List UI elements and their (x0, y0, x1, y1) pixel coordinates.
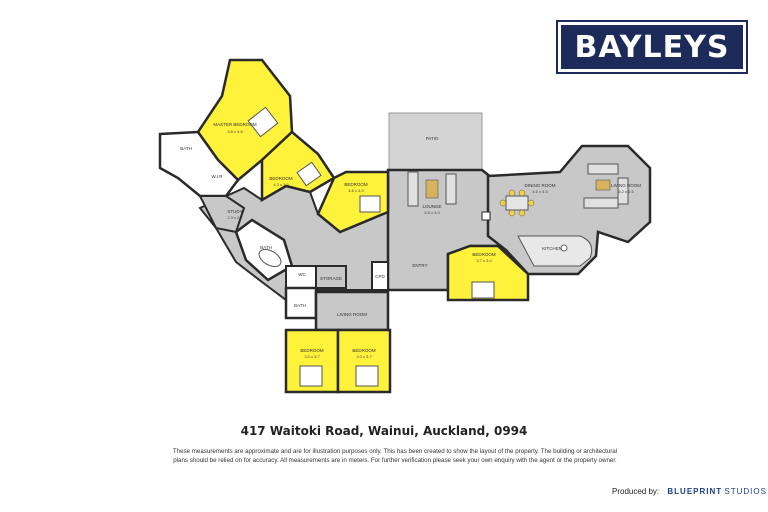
disclaimer-line-1: These measurements are approximate and a… (172, 448, 618, 455)
living-room-2-size: 5.2 x 5.5 (618, 189, 634, 194)
living-room-1-name: LIVING ROOM (337, 312, 367, 317)
bed-icon (471, 281, 495, 299)
bedroom-4-size: 3.0 x 3.7 (304, 354, 320, 359)
kitchen-name: KITCHEN (542, 246, 562, 251)
lounge-size: 5.5 x 4.0 (424, 210, 440, 215)
kitchen-sink (560, 244, 568, 252)
lounge-name: LOUNGE (422, 204, 441, 209)
bed-icon (247, 106, 279, 138)
credit-prefix: Produced by: (612, 487, 660, 496)
living-room-1 (314, 290, 390, 332)
dining-chair (508, 189, 516, 197)
bed-icon (296, 161, 322, 187)
wc-name: WC (298, 272, 306, 277)
patio (388, 112, 483, 174)
logo-text: BAYLEYS (574, 29, 730, 65)
study-size: 2.3 x 2.7 (227, 215, 243, 220)
bedroom-3-name: BEDROOM (344, 182, 368, 187)
disclaimer: These measurements are approximate and a… (130, 447, 660, 465)
master-bedroom (196, 58, 294, 182)
bedroom-2 (260, 130, 336, 203)
bedroom-2-size: 4.3 x 3.3 (273, 182, 289, 187)
bedroom-6-name: BEDROOM (472, 252, 496, 257)
bathtub-icon (258, 248, 282, 268)
sofa (617, 177, 629, 205)
dining-table (505, 195, 529, 211)
bed-icon (299, 365, 323, 387)
bedroom-5-name: BEDROOM (352, 348, 376, 353)
sofa (583, 197, 619, 209)
dining-chair (518, 209, 526, 217)
study-name: STUDY (227, 209, 242, 214)
bed-icon (355, 365, 379, 387)
wc (285, 265, 317, 289)
bedroom-4-name: BEDROOM (300, 348, 324, 353)
storage (315, 265, 347, 289)
bayleys-logo: BAYLEYS (558, 22, 746, 72)
dining-chair (499, 199, 507, 207)
master-bedroom-size: 3.8 x 4.8 (227, 129, 243, 134)
bed-icon (359, 195, 381, 213)
master-bedroom-name: MASTER BEDROOM (213, 122, 257, 127)
cpd (371, 261, 389, 291)
bath-3-name: BATH (294, 303, 306, 308)
dining-chair (527, 199, 535, 207)
floor-plan: MASTER BEDROOM 3.8 x 4.8 BEDROOM 4.3 x 3… (158, 58, 652, 394)
bedroom-3 (316, 170, 390, 234)
kitchen-counter (517, 235, 593, 267)
dining-chair (518, 189, 526, 197)
dining-room-size: 4.6 x 4.5 (532, 189, 548, 194)
sofa (407, 171, 419, 207)
credit-brand-bold: BLUEPRINT (667, 487, 723, 496)
credit-brand-light: STUDIOS (724, 487, 767, 496)
coffee-table (595, 179, 611, 191)
coffee-table (425, 179, 439, 199)
bedroom-6-size: 3.7 x 3.0 (476, 258, 492, 263)
cpd-name: CPD (375, 274, 385, 279)
sofa (587, 163, 619, 175)
bedroom-3-size: 4.8 x 4.0 (348, 188, 364, 193)
bedroom-6 (446, 244, 530, 302)
dining-room-name: DINING ROOM (525, 183, 556, 188)
study (198, 195, 246, 234)
property-address: 417 Waitoki Road, Wainui, Auckland, 0994 (240, 424, 528, 438)
entry-name: ENTRY (412, 263, 427, 268)
patio-name: PATIO (426, 136, 439, 141)
bedroom-2-name: BEDROOM (269, 176, 293, 181)
credit: Produced by: BLUEPRINT STUDIOS (612, 487, 767, 496)
sofa (445, 173, 457, 205)
living-room-2-name: LIVING ROOM (611, 183, 641, 188)
dining-chair (508, 209, 516, 217)
storage-name: STORAGE (320, 276, 342, 281)
bedroom-5-size: 3.0 x 3.7 (356, 354, 372, 359)
bath-3 (284, 286, 318, 320)
bath-1-name: BATH (180, 146, 192, 151)
disclaimer-line-2: plans should be relied on for accuracy. … (173, 457, 617, 464)
fireplace (481, 211, 491, 221)
wir-name: W.I.R (212, 174, 224, 179)
bath-2-name: BATH (260, 245, 272, 250)
